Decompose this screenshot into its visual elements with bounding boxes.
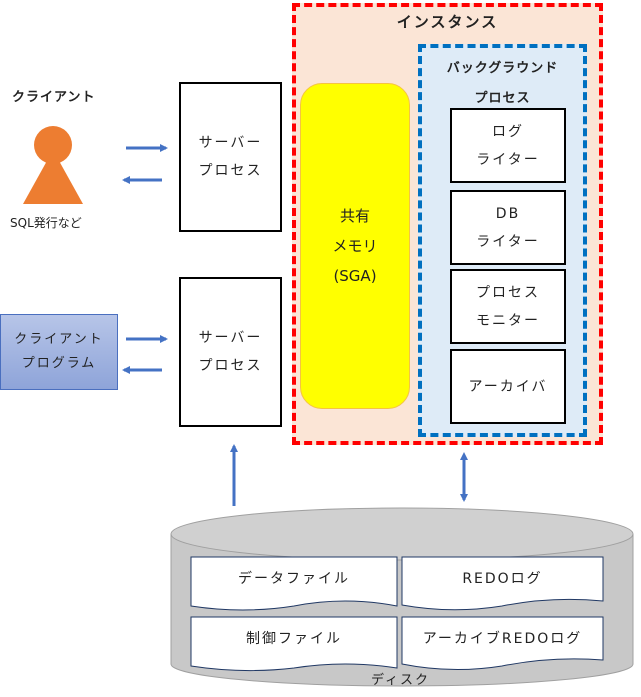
client-program-box: クライアント プログラム xyxy=(0,314,118,390)
bg-title-line1: バックグラウンド xyxy=(446,61,559,76)
server-label-line2: プロセス xyxy=(198,358,263,374)
user-person-icon xyxy=(23,126,83,204)
server-process-1: サーバー プロセス xyxy=(179,82,282,232)
disk-label: ディスク xyxy=(370,673,431,688)
proc-label-line1: プロセス xyxy=(476,284,540,301)
file-shape-datafile xyxy=(190,556,398,611)
server-process-2: サーバー プロセス xyxy=(179,277,282,427)
proc-label-line2: ライター xyxy=(476,151,540,168)
proc-label-line1: DB xyxy=(495,205,521,222)
file-datafile: データファイル xyxy=(238,571,350,587)
process-monitor-box: プロセス モニター xyxy=(450,269,566,344)
log-writer-box: ログ ライター xyxy=(450,108,566,183)
file-archive-redolog: アーカイブREDOログ xyxy=(422,631,583,647)
client-title: クライアント xyxy=(12,90,96,105)
sga-label-line3: (SGA) xyxy=(333,267,377,285)
file-shape-archive-redolog xyxy=(401,616,604,671)
db-writer-box: DB ライター xyxy=(450,190,566,265)
proc-label-line1: ログ xyxy=(492,123,524,140)
client-caption: SQL発行など xyxy=(10,216,82,230)
sga-label-line2: メモリ xyxy=(332,237,378,255)
file-shape-controlfile xyxy=(190,616,398,672)
server-label-line1: サーバー xyxy=(198,135,263,151)
file-controlfile: 制御ファイル xyxy=(246,631,342,647)
client-program-line2: プログラム xyxy=(21,356,97,371)
proc-label-line2: モニター xyxy=(476,312,540,329)
archiver-box: アーカイバ xyxy=(450,349,566,424)
file-redolog: REDOログ xyxy=(462,571,543,587)
instance-title: インスタンス xyxy=(396,13,499,31)
sga-label-line1: 共有 xyxy=(339,207,370,225)
server-label-line1: サーバー xyxy=(198,330,263,346)
file-shape-redolog xyxy=(401,556,604,611)
client-program-line1: クライアント xyxy=(14,332,104,347)
proc-label-line1: アーカイバ xyxy=(468,378,548,395)
background-processes-title: バックグラウンド プロセス xyxy=(418,54,587,114)
bg-title-line2: プロセス xyxy=(474,91,531,106)
proc-label-line2: ライター xyxy=(476,233,540,250)
server-label-line2: プロセス xyxy=(198,163,263,179)
shared-memory-sga: 共有 メモリ (SGA) xyxy=(300,83,410,409)
